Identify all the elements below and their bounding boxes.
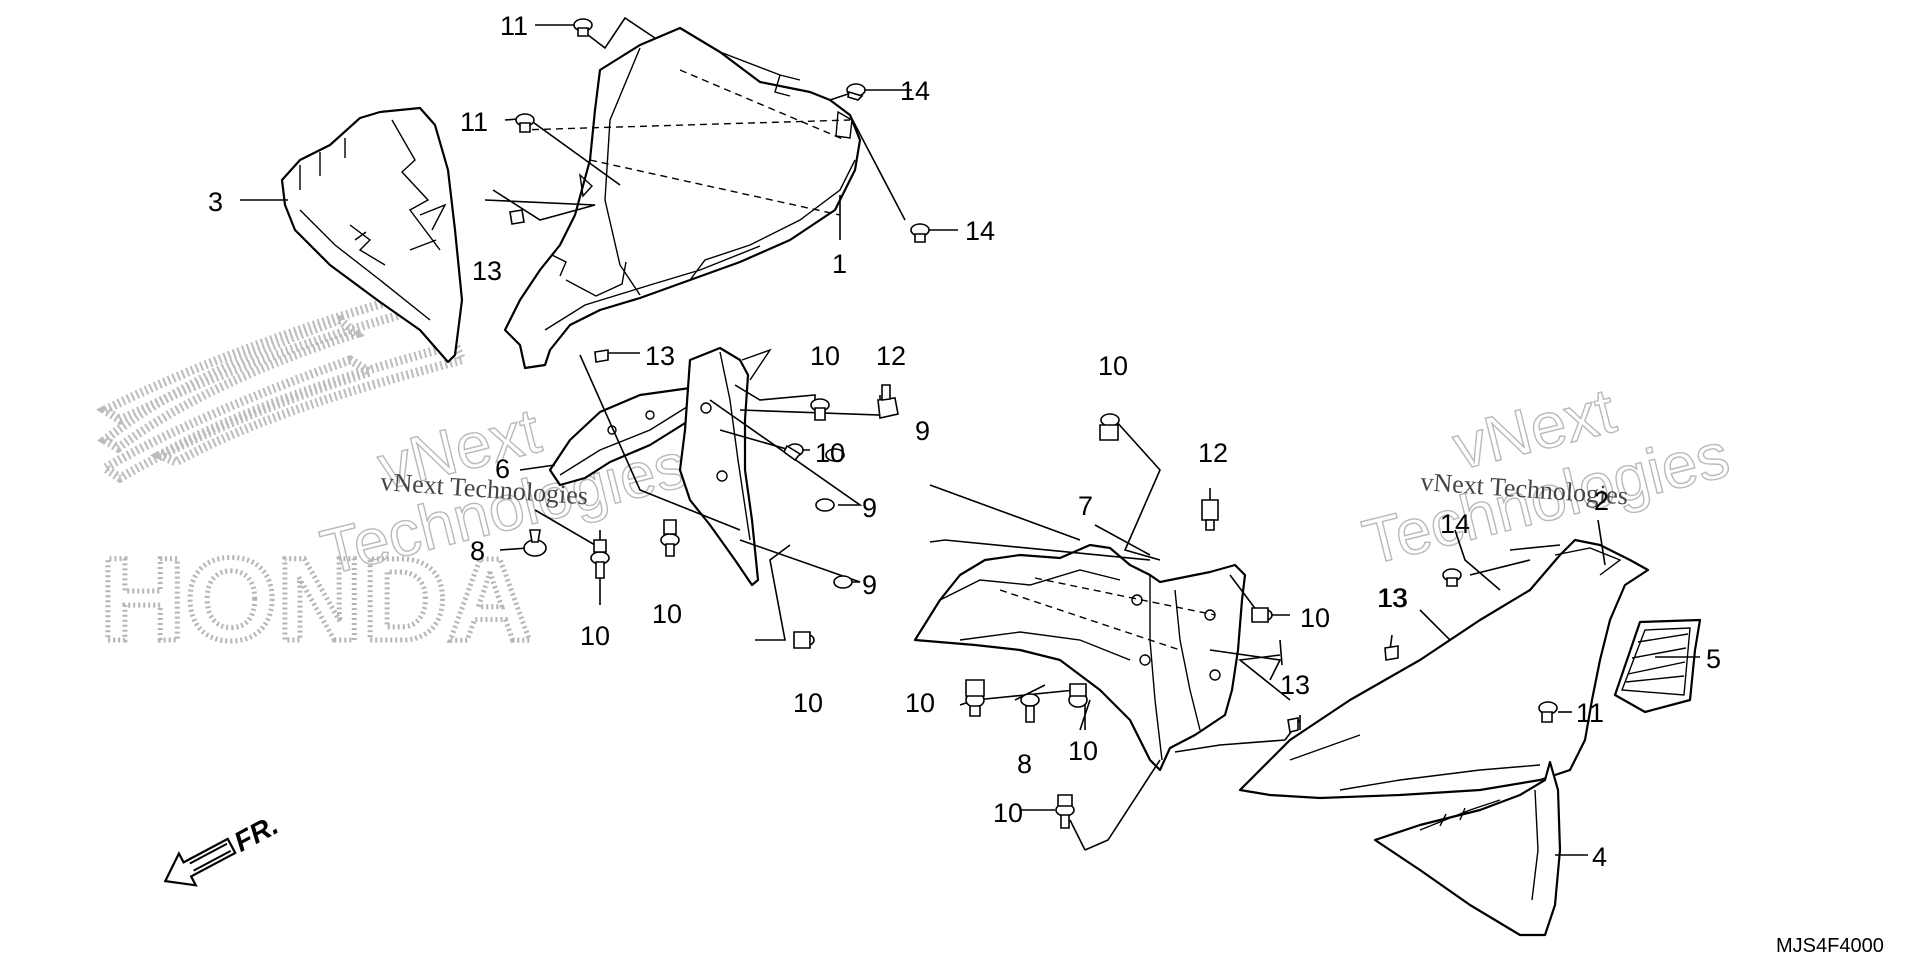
clip-11-right: [1538, 701, 1558, 723]
callout-10-bottom: 10: [993, 798, 1023, 828]
callout-1: 1: [832, 249, 847, 279]
bolt-10-left: [590, 539, 610, 579]
callout-3: 3: [208, 187, 223, 217]
callout-9-a: 9: [862, 493, 877, 523]
callout-13-upper: 13: [472, 256, 502, 286]
callout-6: 6: [495, 454, 510, 484]
part-1-upper-cowl: [503, 26, 862, 370]
bolt-10-right: [1251, 607, 1273, 623]
part-4-lower-cowl: [1373, 760, 1562, 937]
grommet-8-left: [523, 529, 547, 557]
callout-9-b: 9: [862, 570, 877, 600]
screw-9-c: [825, 448, 845, 462]
clip-11-upper-left: [515, 113, 535, 133]
callout-8-left: 8: [470, 536, 485, 566]
callout-9-c: 9: [915, 416, 930, 446]
nut-12-a: [877, 384, 899, 419]
leader-lines: [240, 16, 1700, 856]
bolt-8-lower: [1020, 693, 1040, 723]
part-3-inner-cover: [280, 106, 464, 364]
screw-10-b: [782, 443, 804, 462]
nut-13-mid: [594, 349, 609, 363]
callout-11-top: 11: [500, 11, 528, 41]
clip-14-right: [910, 223, 930, 243]
callout-5: 5: [1706, 644, 1721, 674]
bolt-10-bottom: [1055, 794, 1075, 829]
part-2-side-cowl: [1238, 538, 1650, 800]
bolt-10-lower-left: [965, 679, 985, 717]
front-label: FR.: [229, 809, 283, 858]
callout-13-mid: 13: [645, 341, 675, 371]
callout-10-left: 10: [580, 621, 610, 651]
fasteners: [509, 18, 1558, 829]
bolt-10-center-left: [660, 519, 680, 557]
callout-11-upper-left: 11: [460, 107, 488, 137]
callout-13-right-b: 13: [1378, 583, 1408, 613]
bolt-10-lower-center: [1068, 683, 1088, 708]
callout-10-a: 10: [810, 341, 840, 371]
clip-14-top-right: [846, 83, 866, 101]
nut-13-upper: [509, 209, 525, 225]
nut-13-right-a: [1384, 645, 1399, 661]
callout-14-right-cowl: 14: [1440, 509, 1470, 539]
callout-12-a: 12: [876, 341, 906, 371]
callout-10-lower-left: 10: [905, 688, 935, 718]
callout-11-right: 11: [1576, 698, 1604, 728]
front-direction-arrow: FR.: [163, 809, 283, 887]
bolt-10-lower: [793, 631, 815, 649]
nut-13-right-b: [1287, 717, 1299, 733]
callout-14-right: 14: [965, 216, 995, 246]
callout-10-center-upper: 10: [1098, 351, 1128, 381]
callout-2: 2: [1594, 486, 1609, 516]
bolt-10-center-upper: [1099, 413, 1120, 441]
callout-4: 4: [1592, 842, 1607, 872]
callout-13-right-a: 13: [1280, 670, 1310, 700]
callout-10-lower-center: 10: [1068, 736, 1098, 766]
honda-wing-logo-watermark: [96, 284, 469, 484]
callout-10-right: 10: [1300, 603, 1330, 633]
callout-14-top-right: 14: [900, 76, 930, 106]
diagram-code: MJS4F4000: [1776, 935, 1884, 957]
screw-9-a: [815, 498, 835, 512]
screw-9-b: [833, 575, 853, 589]
part-side-bracket: [678, 346, 772, 587]
callout-numbers: 11 11 14 14 3 13 1 13 10 12 10 6 9 9 9 8…: [208, 11, 1721, 872]
nut-12-b: [1201, 499, 1219, 531]
clip-11-top: [573, 18, 593, 37]
callout-12-b: 12: [1198, 438, 1228, 468]
callout-10-b: 10: [815, 438, 845, 468]
callout-10-lower: 10: [793, 688, 823, 718]
part-5-vent-grille: [1613, 618, 1702, 714]
clip-14-right-cowl: [1442, 568, 1462, 587]
part-7-center-cowl: [913, 543, 1247, 772]
callout-7: 7: [1078, 491, 1093, 521]
part-6-side-panel: [548, 386, 707, 487]
honda-brand-watermark: HONDA: [100, 534, 533, 666]
callout-13-right-upper: 13: [1377, 583, 1407, 613]
callout-8-lower: 8: [1017, 749, 1032, 779]
screw-10-a: [810, 398, 830, 421]
callout-10-center-left: 10: [652, 599, 682, 629]
